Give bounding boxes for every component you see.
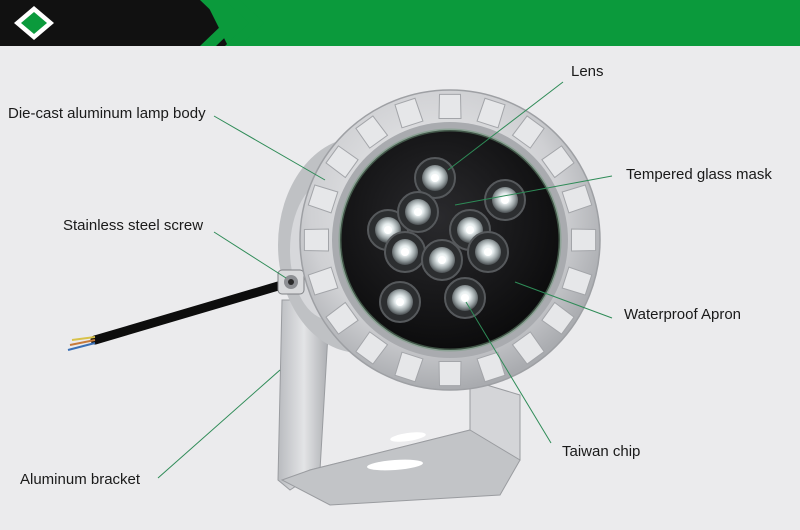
leader-line-apron: [514, 281, 613, 319]
lamp-front-ring: [299, 89, 601, 391]
stainless-screw-shape: [277, 269, 305, 295]
aluminum-bracket-shape: [277, 299, 521, 506]
ring-rib: [394, 351, 424, 383]
ring-rib: [325, 145, 359, 179]
ring-rib: [303, 228, 329, 252]
leader-line-body: [213, 115, 326, 181]
ring-rib: [541, 301, 575, 335]
header-dark-block: [0, 0, 228, 46]
leader-line-bracket: [157, 369, 281, 479]
label-bracket: Aluminum bracket: [20, 471, 141, 488]
ring-rib: [511, 331, 545, 365]
header-chevron-1: [200, 0, 240, 46]
ring-rib: [541, 145, 575, 179]
ring-rib: [394, 97, 424, 129]
led-array: [367, 157, 526, 323]
led-lens: [484, 179, 526, 221]
label-lens: Lens: [571, 63, 604, 80]
leader-line-glass: [454, 175, 613, 206]
led-lens: [444, 277, 486, 319]
ring-rib: [355, 115, 389, 149]
ring-rib: [307, 184, 339, 214]
ring-rib: [307, 266, 339, 296]
ring-rib: [561, 184, 593, 214]
led-lens: [397, 191, 439, 233]
ring-ribs: [303, 93, 597, 387]
diamond-logo-icon: [14, 6, 54, 40]
label-chip: Taiwan chip: [562, 443, 641, 460]
ring-rib: [511, 115, 545, 149]
ring-rib: [561, 266, 593, 296]
ring-rib: [325, 301, 359, 335]
leader-line-screw: [213, 231, 287, 279]
ring-rib: [355, 331, 389, 365]
ring-rib: [571, 228, 597, 252]
led-lens: [414, 157, 456, 199]
led-lens: [467, 231, 509, 273]
leader-line-chip: [465, 301, 552, 444]
label-apron: Waterproof Apron: [624, 306, 742, 323]
label-glass-mask: Tempered glass mask: [626, 166, 772, 183]
cable: [67, 277, 297, 351]
label-lamp-body: Die-cast aluminum lamp body: [8, 105, 206, 122]
label-screw: Stainless steel screw: [63, 217, 204, 234]
led-lens: [379, 281, 421, 323]
led-lens: [384, 231, 426, 273]
header-chevron-2: [225, 0, 264, 46]
led-lens: [421, 239, 463, 281]
ring-rib: [438, 93, 462, 119]
leader-lines: [157, 81, 613, 479]
leader-line-lens: [447, 81, 564, 171]
header-banner: [0, 0, 800, 46]
ring-rib: [476, 351, 506, 383]
ring-rib: [438, 361, 462, 387]
ring-rib: [476, 97, 506, 129]
